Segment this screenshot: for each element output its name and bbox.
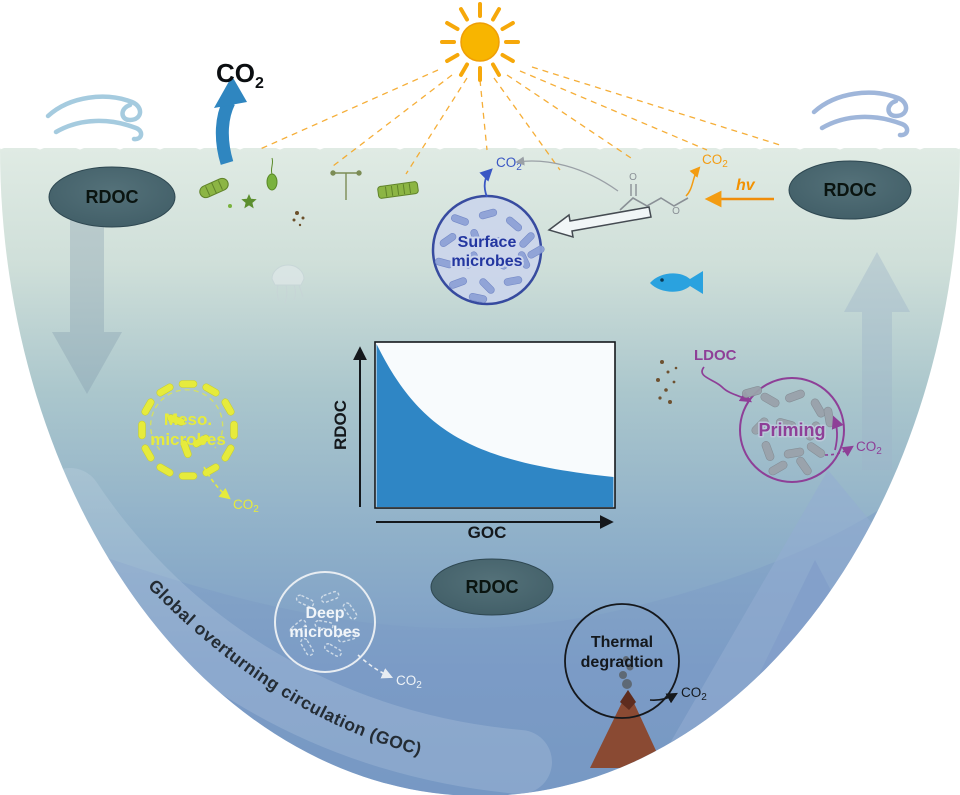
meso-microbes-label-line2: microbes <box>150 430 226 449</box>
rdoc-pool-left-label: RDOC <box>86 187 139 207</box>
sinking-particles-icon <box>656 360 678 404</box>
priming-co2-arrow-icon <box>824 445 854 457</box>
thermal-label-line2: degradtion <box>581 654 664 671</box>
deep-co2-label: CO2 <box>396 673 422 691</box>
photochem-co2-label: CO2 <box>702 152 728 170</box>
photochem-co2-arrow-icon <box>685 166 701 197</box>
chain-diatom-icon <box>377 181 419 199</box>
marine-snow-icon <box>292 211 305 227</box>
meso-microbe-rod-icons <box>138 380 238 480</box>
thermal-co2-arrow-icon <box>649 692 678 704</box>
priming-group: LDOC Priming CO2 <box>656 347 882 483</box>
surface-co2-arrow-icon <box>479 168 493 198</box>
overturning-sweep <box>38 468 552 794</box>
deep-microbes-label-line2: microbes <box>289 624 360 641</box>
meso-microbes-group: Meso. microbes CO2 <box>138 380 259 515</box>
surface-microbes-label-line1: Surface <box>458 234 517 251</box>
surface-co2-label: CO2 <box>496 155 522 173</box>
thermal-label-line1: Thermal <box>591 634 653 651</box>
priming-co2-label: CO2 <box>856 439 882 457</box>
photochemistry-group: O O CO2 hv <box>515 152 774 239</box>
molecule-icon: O O <box>619 172 689 217</box>
downwelling-arrow-icon <box>52 220 122 394</box>
plankton-community <box>199 157 419 227</box>
priming-microbe-rod-icons <box>741 386 835 476</box>
priming-circle <box>739 377 845 483</box>
thermal-degradation-group: Thermal degradtion CO2 <box>564 603 707 768</box>
inset-chart: RDOC GOC <box>331 341 616 542</box>
deep-microbe-rod-icons <box>289 590 358 657</box>
co2-outgas-arrowhead-icon <box>214 76 247 108</box>
thermal-co2-label: CO2 <box>681 685 707 703</box>
appendicularian-icon <box>330 170 362 200</box>
meso-co2-arrow-icon <box>203 466 231 500</box>
inset-xlabel: GOC <box>468 523 507 542</box>
phytoplankton-diatom-icon <box>199 177 229 199</box>
jellyfish-icon <box>271 264 305 304</box>
priming-up-arrow-icon <box>831 415 844 451</box>
co2-outgas-arrow-icon <box>215 99 235 165</box>
deep-co2-arrow-icon <box>357 654 394 679</box>
wave-icon <box>0 142 960 150</box>
rdoc-pool-right: RDOC <box>788 160 912 220</box>
rdoc-pool-left: RDOC <box>48 166 176 228</box>
molecule-o-top-label: O <box>629 172 637 183</box>
deep-microbes-circle <box>274 571 376 673</box>
deep-microbes-label-line1: Deep <box>305 605 344 622</box>
ldoc-arrow-icon <box>701 366 753 403</box>
upwelling-arrow-icon <box>844 252 910 470</box>
meso-cycle-arrow-icon <box>149 389 224 451</box>
hv-label: hv <box>736 177 756 194</box>
deep-microbes-group: Deep microbes CO2 <box>274 571 422 691</box>
plankton-dot-icon <box>228 204 232 208</box>
molecule-o-right-label: O <box>672 206 680 217</box>
inset-ylabel: RDOC <box>331 400 350 450</box>
wind-icon-right <box>811 90 910 138</box>
solar-rays <box>257 66 781 175</box>
surface-microbe-rod-icons <box>434 208 545 303</box>
wind-icon-left <box>45 94 144 142</box>
priming-label: Priming <box>758 420 825 440</box>
rdoc-pool-deep-label: RDOC <box>466 577 519 597</box>
photoproduct-to-microbes-arrow-icon <box>547 206 652 239</box>
inset-area-series <box>376 344 614 507</box>
meso-microbes-label-line1: Meso. <box>164 410 212 429</box>
volcano-icon <box>590 656 664 768</box>
rdoc-pool-right-label: RDOC <box>824 180 877 200</box>
ciliate-icon <box>266 157 278 191</box>
fish-icon <box>650 271 703 294</box>
ldoc-label: LDOC <box>694 347 737 364</box>
sun-icon <box>440 2 520 82</box>
rdoc-pool-deep: RDOC <box>430 558 554 616</box>
co2-atmosphere-label: CO2 <box>216 58 264 92</box>
co2-outgassing: CO2 <box>214 58 264 165</box>
photoproduct-to-co2-arrow-icon <box>515 156 619 192</box>
surface-microbes-label-line2: microbes <box>451 253 522 270</box>
meso-co2-label: CO2 <box>233 497 259 515</box>
thermal-circle <box>564 603 680 719</box>
radiolarian-icon <box>241 194 257 209</box>
surface-microbes-group: Surface microbes CO2 <box>431 155 545 306</box>
